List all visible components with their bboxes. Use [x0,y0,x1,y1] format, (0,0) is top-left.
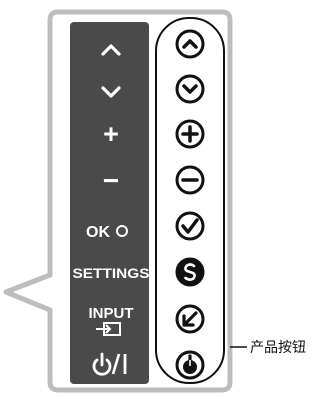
ok-circle-icon [116,225,128,237]
plus-label: + [103,119,119,149]
settings-label: SETTINGS [73,265,150,281]
power-icon [92,352,127,376]
callout-label: 产品按钮 [250,340,306,356]
input-source-icon [96,322,121,336]
check-button-icon[interactable] [175,211,205,241]
label-panel [70,22,149,384]
minus-button-icon[interactable] [175,165,205,195]
chevron-down-icon [101,86,121,98]
input-label: INPUT [89,305,134,322]
button-column [155,17,225,384]
input-button-icon[interactable] [175,304,205,334]
plus-button-icon[interactable] [175,119,205,149]
down-arrow-button-icon[interactable] [175,74,205,104]
chevron-up-icon [101,44,121,56]
minus-label: − [103,165,119,196]
up-arrow-button-icon[interactable] [175,29,205,59]
ok-label: OK [86,224,110,241]
settings-button-icon[interactable] [175,257,205,287]
power-button-icon[interactable] [175,350,205,380]
